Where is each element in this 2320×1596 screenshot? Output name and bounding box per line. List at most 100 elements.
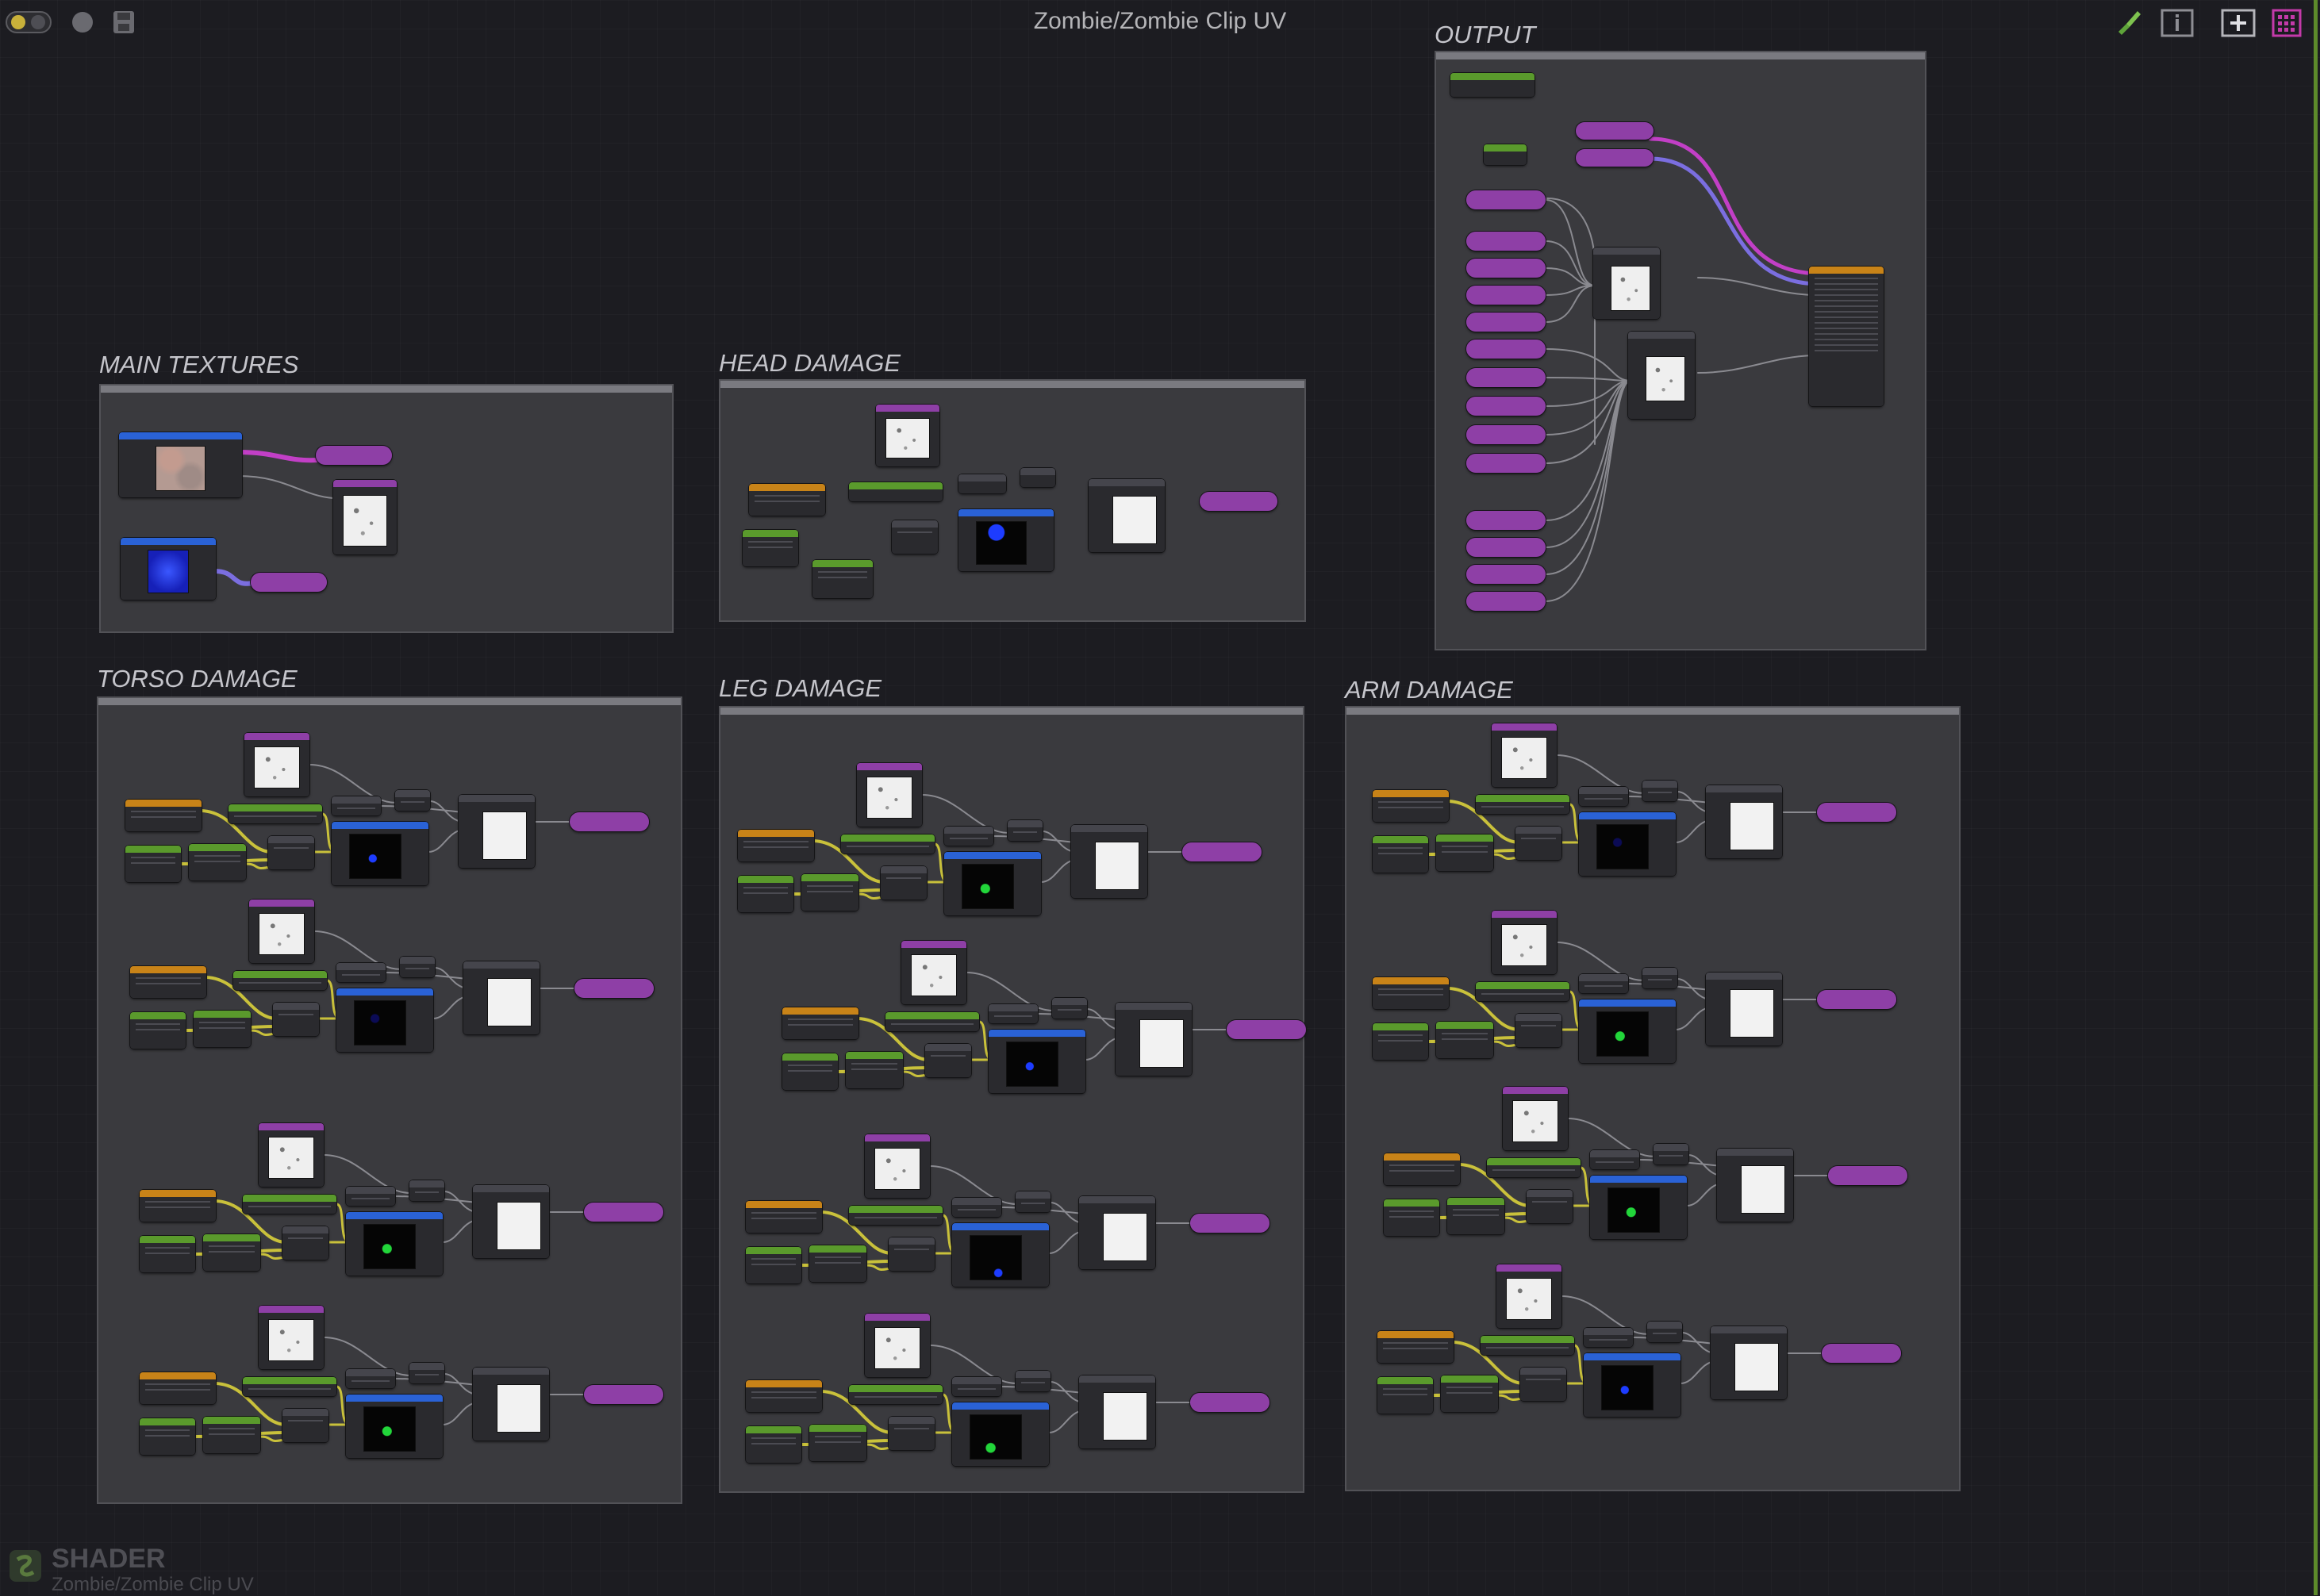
float-param-node[interactable]: [885, 1012, 979, 1031]
texture-coordinates-node[interactable]: [1373, 977, 1449, 1009]
get-local-var-node[interactable]: [1466, 313, 1546, 332]
register-local-var-node[interactable]: [1190, 1214, 1269, 1233]
texture-sample-node[interactable]: [346, 1212, 443, 1276]
get-local-var-node[interactable]: [1466, 454, 1546, 473]
clamp-node[interactable]: [268, 836, 314, 869]
texture-coordinates-node[interactable]: [746, 1380, 822, 1412]
add-node[interactable]: [409, 1363, 444, 1383]
clamp-node[interactable]: [881, 866, 927, 900]
clamp-node[interactable]: [1520, 1368, 1566, 1401]
mask-preview-node[interactable]: [333, 480, 397, 554]
get-local-var-node[interactable]: [1466, 425, 1546, 444]
texture-coordinates-node[interactable]: [738, 830, 814, 861]
mask-preview-node[interactable]: [244, 733, 309, 796]
texture-coordinates-node[interactable]: [130, 966, 206, 998]
lerp-node[interactable]: [1706, 785, 1782, 858]
get-local-var-node[interactable]: [1466, 397, 1546, 416]
texture-sample-node[interactable]: [952, 1402, 1049, 1466]
step-node[interactable]: [952, 1198, 1001, 1217]
vector-node[interactable]: [1436, 834, 1493, 871]
clamp-node[interactable]: [1527, 1190, 1573, 1223]
add-node[interactable]: [395, 790, 430, 811]
texture-sample-node[interactable]: [346, 1395, 443, 1458]
texture-coordinates-node[interactable]: [140, 1190, 216, 1222]
texture-coordinates-node[interactable]: [746, 1201, 822, 1233]
vector-node[interactable]: [194, 1011, 251, 1047]
vector-node[interactable]: [140, 1236, 195, 1272]
vector-node[interactable]: [125, 846, 181, 882]
float-param-node[interactable]: [229, 804, 322, 823]
texture-sample-node[interactable]: [332, 822, 428, 885]
texture-node-albedo[interactable]: [119, 432, 242, 497]
vector-node[interactable]: [130, 1012, 186, 1049]
texture-sample-node[interactable]: [1584, 1353, 1680, 1417]
vector-node[interactable]: [140, 1418, 195, 1455]
step-node[interactable]: [1590, 1150, 1639, 1169]
master-output-node[interactable]: [1809, 267, 1884, 406]
clamp-node[interactable]: [925, 1044, 971, 1077]
clamp-node[interactable]: [1515, 1014, 1561, 1047]
vector-node[interactable]: [1373, 1023, 1428, 1060]
lerp-node[interactable]: [1089, 479, 1165, 552]
texture-sample-node[interactable]: [1590, 1176, 1687, 1239]
vector-node[interactable]: [801, 874, 858, 911]
register-local-var-node[interactable]: [570, 812, 649, 831]
add-node[interactable]: [1008, 820, 1043, 841]
add-node[interactable]: [1016, 1191, 1051, 1212]
register-local-var-node[interactable]: [1200, 492, 1277, 511]
get-local-var-node[interactable]: [1466, 232, 1546, 251]
clamp-node[interactable]: [1515, 827, 1561, 860]
clamp-node[interactable]: [892, 520, 938, 554]
lerp-node[interactable]: [1711, 1326, 1787, 1399]
clamp-node[interactable]: [282, 1226, 328, 1260]
lerp-node[interactable]: [473, 1185, 549, 1258]
brush-icon[interactable]: [2114, 8, 2142, 36]
add-node[interactable]: [1642, 781, 1677, 801]
step-node[interactable]: [346, 1369, 395, 1388]
mask-preview-node[interactable]: [1492, 723, 1557, 787]
float-param-node[interactable]: [233, 971, 327, 990]
vector-node[interactable]: [203, 1234, 260, 1271]
vector-node[interactable]: [812, 560, 873, 598]
circle-icon[interactable]: [68, 8, 97, 36]
texture-sample-node[interactable]: [989, 1030, 1085, 1093]
float-param-node[interactable]: [1481, 1336, 1574, 1355]
float-param-node[interactable]: [1487, 1158, 1581, 1177]
vector-node[interactable]: [1441, 1375, 1498, 1412]
float-param-node[interactable]: [1476, 982, 1569, 1001]
toggle-switch-icon[interactable]: [3, 8, 56, 36]
texture-sample-node[interactable]: [1579, 999, 1676, 1063]
vector-node[interactable]: [809, 1425, 866, 1461]
get-local-var-node[interactable]: [1576, 149, 1654, 167]
vector-node[interactable]: [809, 1245, 866, 1282]
vector-node[interactable]: [782, 1053, 838, 1090]
lerp-node[interactable]: [1079, 1375, 1155, 1448]
lerp-node[interactable]: [459, 795, 535, 868]
clamp-node[interactable]: [889, 1237, 935, 1271]
lerp-node[interactable]: [473, 1368, 549, 1441]
add-node[interactable]: [1642, 968, 1677, 988]
mask-preview-node[interactable]: [1492, 911, 1557, 974]
add-node[interactable]: [1654, 1144, 1688, 1164]
float-param-node[interactable]: [1476, 795, 1569, 814]
lerp-node[interactable]: [1717, 1149, 1793, 1222]
get-local-var-node[interactable]: [1466, 511, 1546, 530]
texture-sample-node[interactable]: [952, 1223, 1049, 1287]
lerp-node[interactable]: [1071, 825, 1147, 898]
step-node[interactable]: [346, 1187, 395, 1206]
get-local-var-node[interactable]: [1466, 565, 1546, 584]
lerp-node[interactable]: [1706, 973, 1782, 1045]
lerp-node[interactable]: [1079, 1196, 1155, 1269]
texture-coordinates-node[interactable]: [1384, 1153, 1460, 1185]
multiply-node[interactable]: [1628, 332, 1695, 419]
get-local-var-node[interactable]: [1466, 592, 1546, 611]
get-local-var-node[interactable]: [1576, 122, 1654, 140]
vector-node[interactable]: [738, 876, 793, 912]
texture-sample-node[interactable]: [1579, 812, 1676, 876]
vector-node[interactable]: [1436, 1022, 1493, 1058]
vector-node[interactable]: [1373, 836, 1428, 873]
texture-coordinates-node[interactable]: [1373, 790, 1449, 822]
step-node[interactable]: [958, 474, 1006, 493]
texture-coordinates-node[interactable]: [749, 484, 825, 516]
get-local-var-node[interactable]: [1466, 340, 1546, 359]
